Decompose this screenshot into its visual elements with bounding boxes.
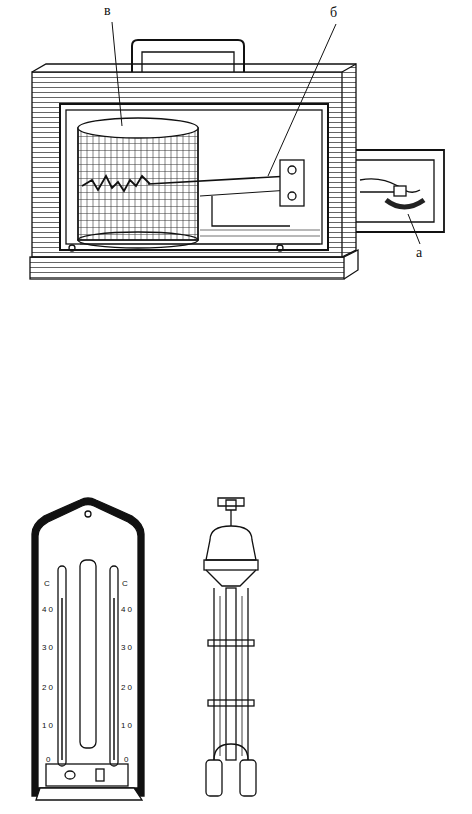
scale-number: 20 bbox=[42, 684, 55, 692]
scale-number: 30 bbox=[121, 644, 134, 652]
scale-number: 20 bbox=[121, 684, 134, 692]
aspiration-psychrometer bbox=[204, 498, 258, 796]
scale-number: 0 bbox=[46, 756, 52, 764]
scale-number: 40 bbox=[121, 606, 134, 614]
scale-number: 10 bbox=[42, 722, 55, 730]
part-letter: в bbox=[104, 4, 111, 18]
part-letter: а bbox=[416, 246, 422, 260]
scale-number: 10 bbox=[121, 722, 134, 730]
scale-number: 40 bbox=[42, 606, 55, 614]
scale-unit: С bbox=[122, 580, 130, 588]
thermograph bbox=[30, 22, 444, 279]
part-letter: б bbox=[330, 6, 337, 20]
scale-unit: С bbox=[44, 580, 52, 588]
august-psychrometer bbox=[32, 498, 144, 800]
scale-number: 0 bbox=[124, 756, 130, 764]
scale-number: 30 bbox=[42, 644, 55, 652]
